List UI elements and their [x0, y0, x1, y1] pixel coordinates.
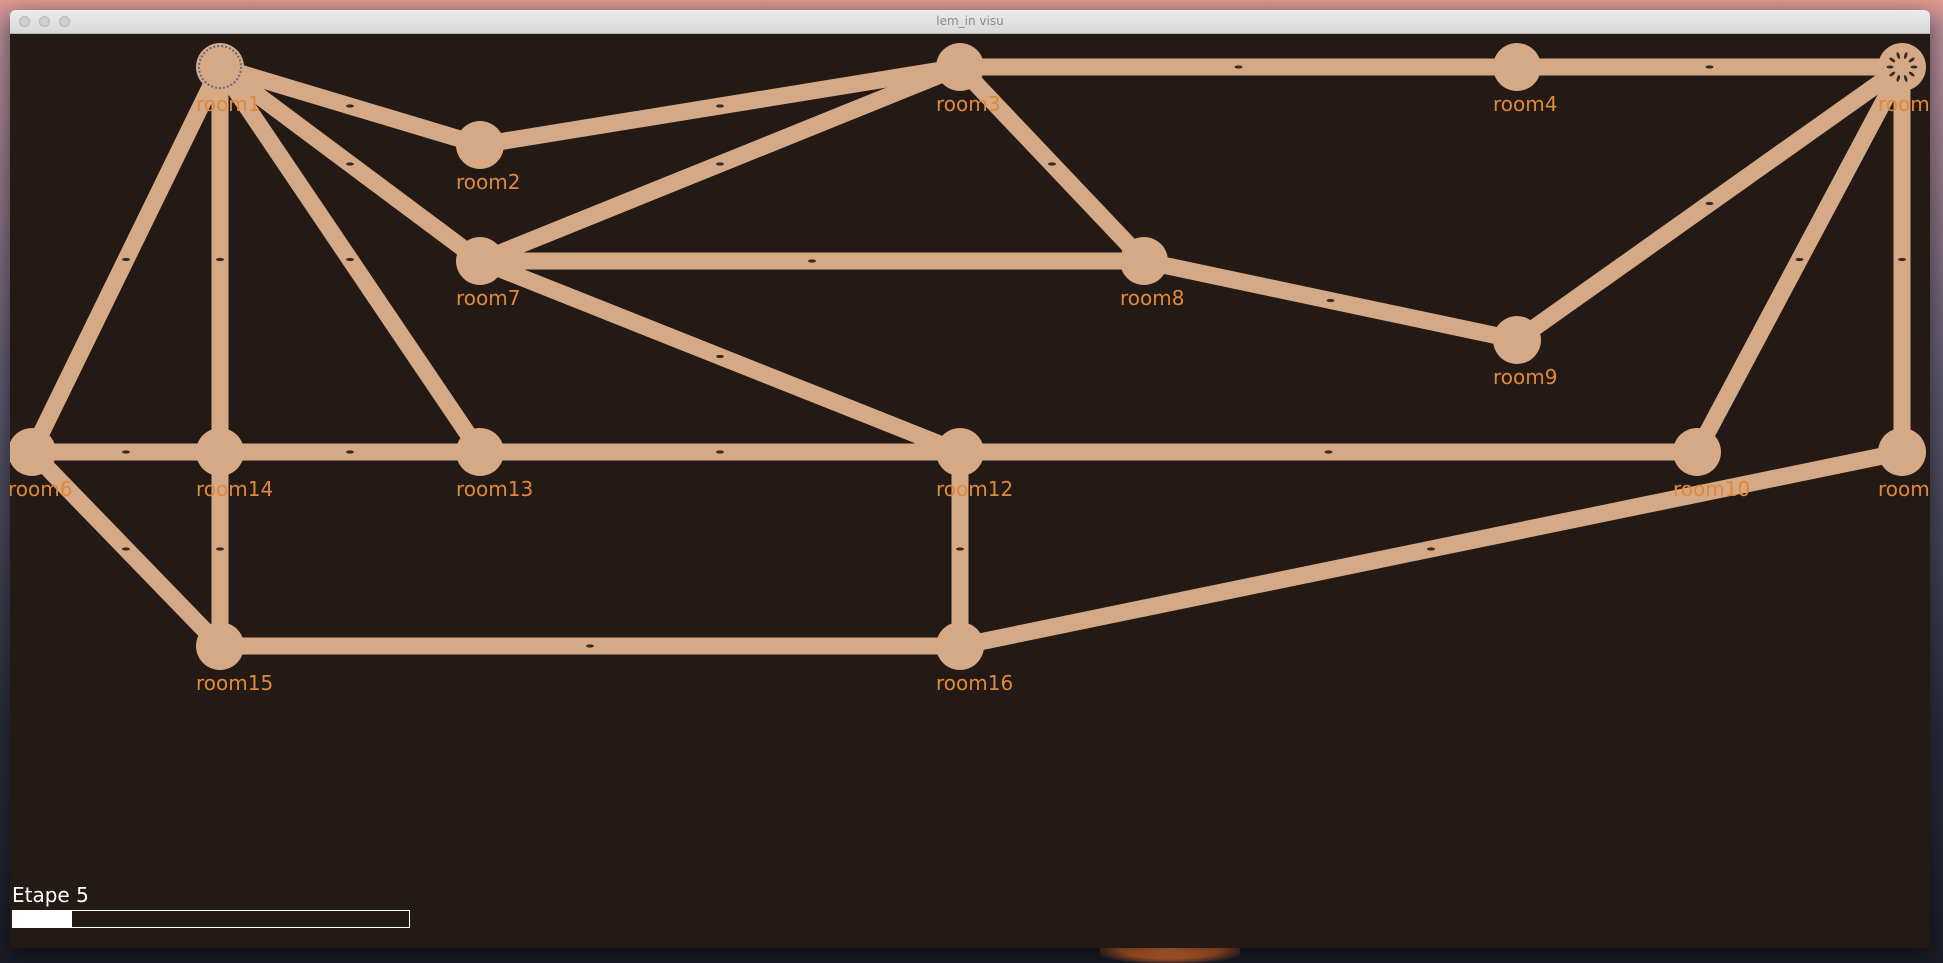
room-node[interactable] — [1493, 43, 1541, 91]
ant-icon — [216, 257, 224, 262]
room-node[interactable] — [1493, 316, 1541, 364]
room-node[interactable] — [196, 428, 244, 476]
ant-icon — [1427, 547, 1435, 551]
ant-icon — [1889, 71, 1896, 77]
room-room2[interactable]: room2 — [456, 121, 520, 194]
room-room11[interactable]: room11 — [1878, 428, 1930, 501]
ant-icon — [1898, 257, 1906, 262]
room-node[interactable] — [936, 428, 984, 476]
room-label: room14 — [196, 477, 273, 501]
room-label: room13 — [456, 477, 533, 501]
room-room3[interactable]: room3 — [936, 43, 1000, 116]
ant-icon — [1705, 65, 1714, 69]
room-node[interactable] — [196, 622, 244, 670]
room-label: room16 — [936, 671, 1013, 695]
room-label: room7 — [456, 286, 520, 310]
step-label: Etape 5 — [12, 883, 89, 907]
room-room13[interactable]: room13 — [456, 428, 533, 501]
room-label: room15 — [196, 671, 273, 695]
ant-icon — [216, 547, 224, 551]
room-node[interactable] — [1878, 43, 1926, 91]
ant-icon — [956, 547, 964, 551]
ant-icon — [1705, 201, 1714, 206]
ant-icon — [1908, 71, 1915, 77]
room-room15[interactable]: room15 — [196, 622, 273, 695]
ant-icon — [346, 162, 354, 166]
ant-icon — [346, 450, 354, 454]
ants-layer — [122, 65, 1906, 648]
ant-icon — [1896, 75, 1901, 82]
ant-icon — [1886, 65, 1894, 69]
room-room9[interactable]: room9 — [1493, 316, 1557, 389]
ant-icon — [346, 104, 354, 108]
title-bar[interactable]: lem_in visu — [10, 10, 1930, 34]
ant-icon — [1889, 57, 1896, 63]
room-label: room9 — [1493, 365, 1557, 389]
ant-icon — [1903, 75, 1908, 82]
room-label: room2 — [456, 170, 520, 194]
room-label: room12 — [936, 477, 1013, 501]
room-node[interactable] — [456, 428, 504, 476]
graph-canvas: room1 room2 room3 room4 room5 room6 room7 room8… — [10, 34, 1930, 948]
ant-icon — [586, 644, 594, 648]
room-label: room10 — [1673, 477, 1750, 501]
window-title: lem_in visu — [936, 14, 1004, 28]
room-label: room5 — [1878, 92, 1930, 116]
room-label: room11 — [1878, 477, 1930, 501]
ant-icon — [122, 547, 130, 551]
room-room12[interactable]: room12 — [936, 428, 1013, 501]
room-room7[interactable]: room7 — [456, 237, 520, 310]
ant-icon — [1795, 257, 1804, 262]
ant-icon — [1234, 65, 1243, 69]
room-label: room6 — [10, 477, 72, 501]
room-room4[interactable]: room4 — [1493, 43, 1557, 116]
ant-icon — [1326, 298, 1335, 303]
ant-icon — [716, 162, 724, 166]
ant-icon — [346, 257, 354, 262]
room-room16[interactable]: room16 — [936, 622, 1013, 695]
room-room10[interactable]: room10 — [1673, 428, 1750, 501]
room-room6[interactable]: room6 — [10, 428, 72, 501]
room-node[interactable] — [1673, 428, 1721, 476]
room-node[interactable] — [936, 43, 984, 91]
room-label: room4 — [1493, 92, 1557, 116]
ant-icon — [716, 354, 724, 359]
ant-icon — [1910, 65, 1918, 69]
room-room1[interactable]: room1 — [196, 43, 260, 116]
ant-icon — [1908, 57, 1915, 63]
progress-bar-fill — [13, 911, 73, 927]
maximize-window-button[interactable] — [59, 16, 70, 27]
room-node[interactable] — [456, 237, 504, 285]
ant-icon — [716, 450, 724, 454]
room-label: room8 — [1120, 286, 1184, 310]
minimize-window-button[interactable] — [39, 16, 50, 27]
room-room8[interactable]: room8 — [1120, 237, 1184, 310]
ant-icon — [716, 104, 724, 108]
close-window-button[interactable] — [19, 16, 30, 27]
room-label: room3 — [936, 92, 1000, 116]
start-room-marker — [198, 45, 242, 89]
progress-bar — [12, 910, 410, 928]
ant-icon — [808, 259, 816, 263]
room-node[interactable] — [1120, 237, 1168, 285]
room-label: room1 — [196, 92, 260, 116]
ant-icon — [1896, 52, 1901, 59]
room-node[interactable] — [196, 43, 244, 91]
rooms-layer: room1 room2 room3 room4 room5 room6 room7 room8… — [10, 43, 1930, 695]
room-node[interactable] — [456, 121, 504, 169]
app-window: lem_in visu room1room2room3room4room5roo… — [10, 10, 1930, 948]
ant-icon — [1903, 52, 1908, 59]
room-node[interactable] — [936, 622, 984, 670]
room-node[interactable] — [1878, 428, 1926, 476]
room-room14[interactable]: room14 — [196, 428, 273, 501]
room-room5[interactable]: room5 — [1878, 43, 1930, 116]
ant-icon — [122, 450, 130, 454]
ant-icon — [1048, 162, 1056, 166]
links-layer — [24, 58, 1911, 655]
ant-icon — [1324, 450, 1333, 454]
graph-svg: room1 room2 room3 room4 room5 room6 room7 room8… — [10, 43, 1930, 695]
ant-icon — [122, 257, 130, 262]
room-node[interactable] — [10, 428, 56, 476]
